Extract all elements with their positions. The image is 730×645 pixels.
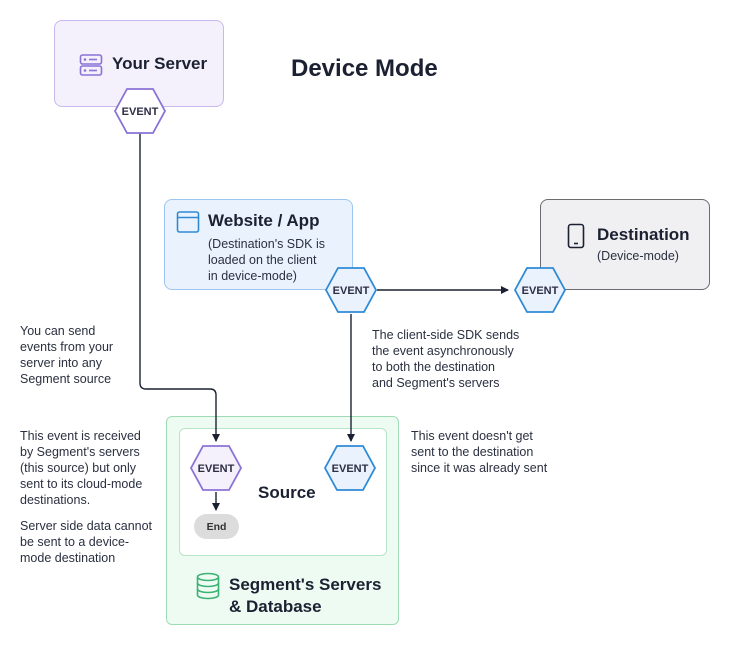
note-line: since it was already sent	[411, 461, 548, 475]
website-app-box	[164, 199, 353, 290]
note-line: destinations.	[20, 493, 91, 507]
diagram-title: Device Mode	[291, 55, 438, 82]
note-line: be sent to a device-	[20, 535, 130, 549]
destination-title: Destination	[597, 225, 690, 244]
note-line: (this source) but only	[20, 461, 137, 475]
note-line: This event doesn't get	[411, 429, 533, 443]
segment-servers-title-line: & Database	[229, 597, 322, 616]
source-event-right-label: EVENT	[332, 463, 369, 475]
source-label: Source	[258, 483, 316, 502]
note-line: The client-side SDK sends	[372, 328, 520, 342]
end-pill: End	[194, 514, 239, 539]
server-icon	[79, 53, 104, 83]
mobile-device-icon	[566, 223, 586, 254]
note-line: Segment source	[20, 372, 112, 386]
note-line: by Segment's servers	[20, 445, 140, 459]
website-app-subtitle-line: (Destination's SDK is	[208, 237, 326, 251]
note-client-sdk: The client-side SDK sends the event asyn…	[372, 327, 552, 391]
note-line: You can send	[20, 324, 96, 338]
website-event-label: EVENT	[333, 285, 370, 297]
note-line: to both the destination	[372, 360, 496, 374]
database-icon	[195, 572, 221, 605]
source-event-hexagon-right: EVENT	[323, 445, 377, 491]
note-received: This event is received by Segment's serv…	[20, 428, 165, 508]
note-server-send: You can send events from your server int…	[20, 323, 135, 387]
destination-event-hexagon: EVENT	[513, 267, 567, 313]
server-to-source-connector	[139, 131, 220, 442]
note-line: and Segment's servers	[372, 376, 500, 390]
note-server-side: Server side data cannot be sent to a dev…	[20, 518, 165, 566]
server-event-label: EVENT	[122, 106, 159, 118]
website-app-subtitle: (Destination's SDK is loaded on the clie…	[208, 236, 353, 284]
note-line: Server side data cannot	[20, 519, 153, 533]
note-line: sent to the destination	[411, 445, 534, 459]
note-line: mode destination	[20, 551, 116, 565]
destination-event-label: EVENT	[522, 285, 559, 297]
note-line: sent to its cloud-mode	[20, 477, 143, 491]
source-event-left-label: EVENT	[198, 463, 235, 475]
website-event-hexagon: EVENT	[324, 267, 378, 313]
your-server-title: Your Server	[112, 54, 208, 73]
note-line: server into any	[20, 356, 102, 370]
note-not-sent: This event doesn't get sent to the desti…	[411, 428, 581, 476]
browser-window-icon	[176, 210, 200, 239]
source-event-hexagon-left: EVENT	[189, 445, 243, 491]
note-line: events from your	[20, 340, 114, 354]
destination-subtitle: (Device-mode)	[597, 249, 679, 263]
note-line: This event is received	[20, 429, 141, 443]
website-app-subtitle-line: loaded on the client	[208, 253, 317, 267]
segment-servers-title: Segment's Servers & Database	[229, 574, 381, 618]
website-app-subtitle-line: in device-mode)	[208, 269, 297, 283]
segment-servers-title-line: Segment's Servers	[229, 575, 382, 594]
website-app-title: Website / App	[208, 211, 320, 230]
note-line: the event asynchronously	[372, 344, 514, 358]
server-event-hexagon: EVENT	[113, 88, 167, 134]
